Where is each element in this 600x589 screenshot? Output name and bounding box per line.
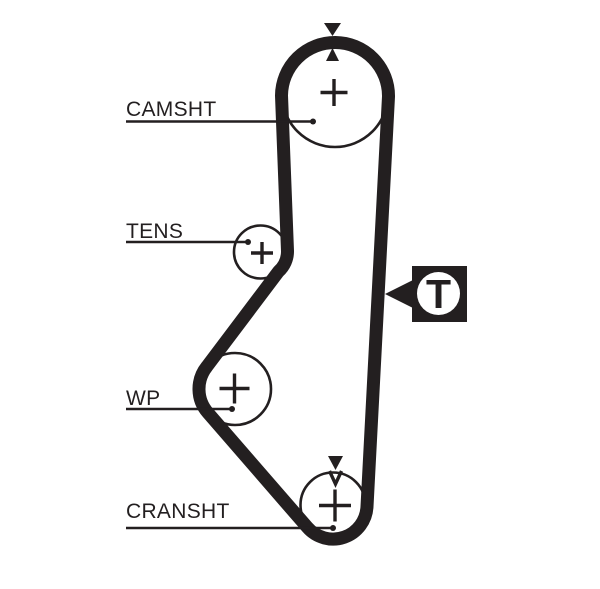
crankshaft-timing-arrow-down-icon — [328, 456, 343, 470]
tensioner-leader-dot — [245, 239, 251, 245]
tension-badge: T — [385, 266, 467, 322]
camshaft-leader — [126, 118, 316, 125]
tensioner-leader — [126, 239, 251, 245]
tension-badge-letter: T — [426, 271, 451, 317]
camshaft-timing-arrow-up-icon — [326, 48, 339, 61]
camshaft-timing-arrow-down-icon — [324, 23, 341, 36]
water-pump-center-cross-icon — [219, 373, 250, 404]
tension-badge-circle — [417, 272, 460, 315]
crankshaft-center-cross-icon — [319, 489, 351, 522]
camshaft-label: CAMSHT — [126, 98, 217, 121]
crankshaft-leader-dot — [330, 525, 336, 531]
timing-belt — [192, 36, 396, 546]
tensioner-center-cross-icon — [251, 242, 273, 264]
crankshaft-leader — [126, 525, 336, 531]
water-pump-leader — [126, 406, 235, 412]
tensioner-label: TENS — [126, 220, 184, 243]
camshaft-leader-dot — [310, 118, 316, 125]
crankshaft-label: CRANSHT — [126, 500, 230, 523]
camshaft-center-cross-icon — [320, 79, 348, 106]
water-pump-leader-dot — [229, 406, 235, 412]
crankshaft-timing-v-mark-icon — [327, 470, 344, 489]
water-pump-label: WP — [126, 387, 161, 410]
